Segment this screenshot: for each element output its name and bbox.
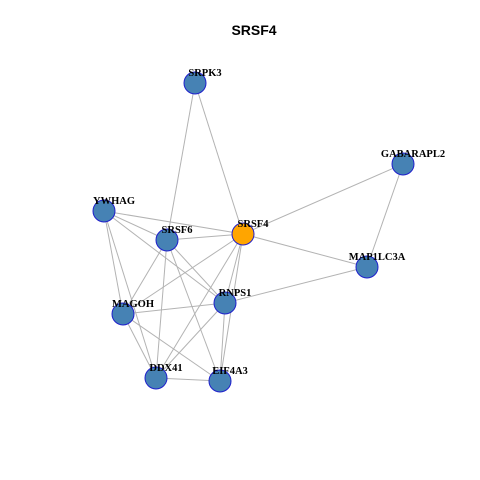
edge-rnps1-ddx41 [155, 302, 226, 379]
node-layer [92, 71, 415, 393]
edge-srsf6-rnps1 [166, 239, 226, 304]
node-label-rnps1: RNPS1 [219, 288, 252, 299]
edge-magoh-eif4a3 [122, 313, 221, 382]
edge-rnps1-magoh [122, 302, 226, 315]
edge-ywhag-ddx41 [103, 210, 157, 379]
edge-srsf6-magoh [122, 239, 168, 315]
node-map1lc3a[interactable] [355, 255, 379, 279]
node-magoh[interactable] [111, 302, 135, 326]
graph-title: SRSF4 [231, 22, 276, 38]
edge-ywhag-magoh [103, 210, 124, 315]
node-gabarapl2[interactable] [391, 152, 415, 176]
edge-layer [103, 82, 404, 382]
edge-srsf6-ddx41 [155, 239, 168, 379]
edge-srsf4-rnps1 [224, 233, 244, 304]
node-label-map1lc3a: MAP1LC3A [349, 252, 406, 263]
node-srsf6[interactable] [155, 228, 179, 252]
node-ywhag[interactable] [92, 199, 116, 223]
node-label-gabarapl2: GABARAPL2 [381, 149, 445, 160]
node-srsf4[interactable] [231, 222, 255, 246]
edge-srsf6-eif4a3 [166, 239, 221, 382]
node-srpk3[interactable] [183, 71, 207, 95]
node-label-srsf4: SRSF4 [238, 219, 270, 230]
edge-ywhag-srsf4 [103, 210, 244, 235]
edge-srpk3-srsf6 [166, 82, 196, 241]
edge-ywhag-srsf6 [103, 210, 168, 241]
node-ddx41[interactable] [144, 366, 168, 390]
edge-gabarapl2-map1lc3a [366, 163, 404, 268]
node-label-magoh: MAGOH [112, 299, 154, 310]
edge-srsf4-map1lc3a [242, 233, 368, 268]
edge-ywhag-rnps1 [103, 210, 226, 304]
edge-srsf4-srsf6 [166, 233, 244, 241]
node-rnps1[interactable] [213, 291, 237, 315]
node-label-eif4a3: EIF4A3 [212, 366, 248, 377]
edge-gabarapl2-srsf4 [242, 163, 404, 235]
edge-rnps1-eif4a3 [219, 302, 226, 382]
node-label-srsf6: SRSF6 [162, 225, 193, 236]
edge-srsf4-magoh [122, 233, 244, 315]
node-label-ywhag: YWHAG [93, 196, 135, 207]
edge-srpk3-srsf4 [194, 82, 244, 235]
node-label-srpk3: SRPK3 [188, 68, 221, 79]
edge-rnps1-map1lc3a [224, 266, 368, 304]
edge-magoh-ddx41 [122, 313, 157, 379]
node-eif4a3[interactable] [208, 369, 232, 393]
node-label-ddx41: DDX41 [149, 363, 182, 374]
